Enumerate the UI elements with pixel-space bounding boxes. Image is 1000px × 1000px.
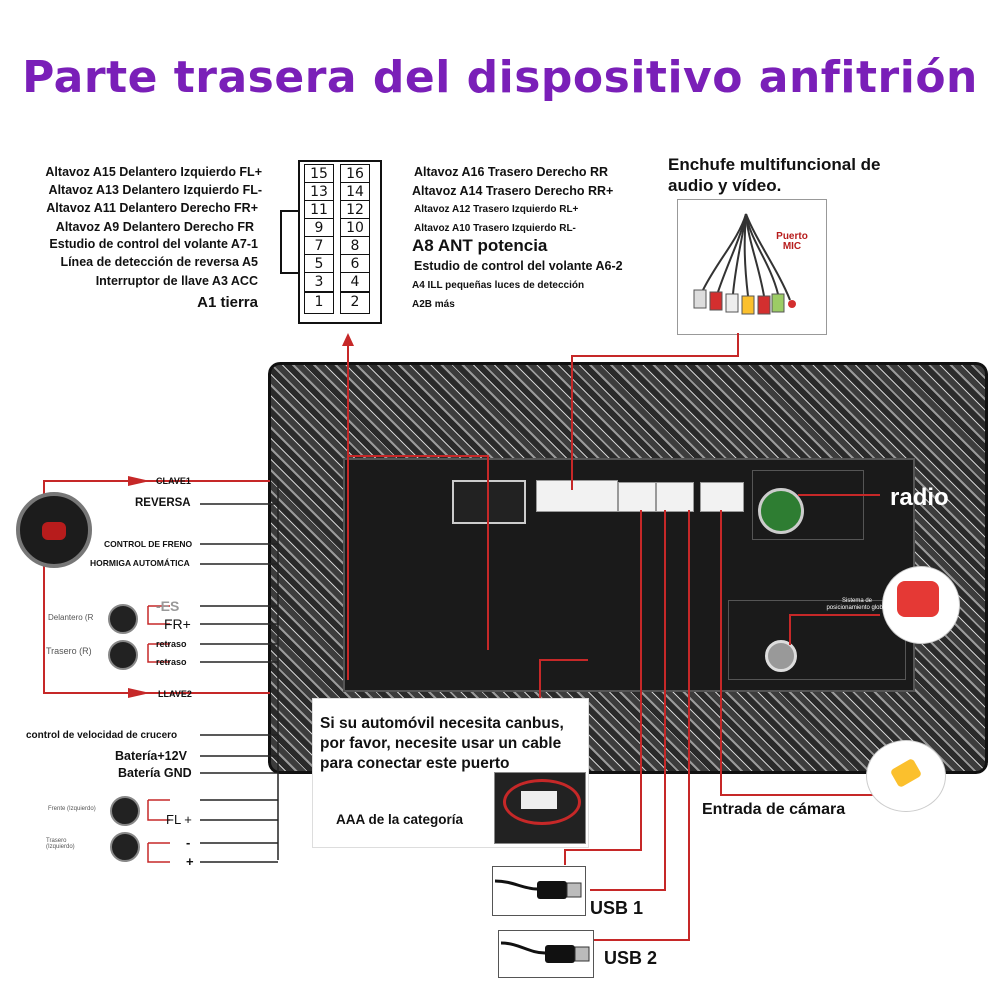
- rca-cable-icon: [693, 213, 796, 315]
- usb-connector-1: [618, 482, 656, 512]
- pin-15: 15: [304, 164, 334, 184]
- pin-12: 12: [340, 200, 370, 220]
- pin-label-a5: Línea de detección de reversa A5: [60, 255, 258, 269]
- pinout-tab-left: [280, 210, 300, 274]
- label-fl-plus: FL +: [166, 812, 192, 827]
- pin-label-a8: A8 ANT potencia: [412, 236, 548, 255]
- label-bateria-12v: Batería+12V: [115, 749, 187, 763]
- label-delantero-r: Delantero (R: [48, 613, 94, 622]
- pin-13: 13: [304, 182, 334, 202]
- usb-plug-icon: [494, 879, 582, 899]
- label-usb2: USB 2: [604, 948, 658, 968]
- camera-plug-icon: [866, 740, 946, 812]
- label-es: -ES: [156, 598, 180, 614]
- label-minus: -: [186, 835, 191, 850]
- pin-label-a9: Altavoz A9 Delantero Derecho FR: [55, 220, 254, 234]
- pin-label-a4: A4 ILL pequeñas luces de detección: [412, 280, 585, 291]
- speaker-front-left-icon: [110, 796, 140, 826]
- pin-14: 14: [340, 182, 370, 202]
- pin-label-a15: Altavoz A15 Delantero Izquierdo FL+: [45, 165, 262, 179]
- label-usb1: USB 1: [590, 898, 644, 918]
- usb-cable-2-image: [498, 930, 594, 978]
- pin-label-a14: Altavoz A14 Trasero Derecho RR+: [412, 184, 614, 198]
- label-control-freno: CONTROL DE FRENO: [104, 539, 193, 549]
- pin-2: 2: [340, 292, 370, 314]
- pin-label-a2: A2B más: [412, 299, 455, 310]
- pin-label-a1: A1 tierra: [197, 294, 258, 311]
- gps-antenna-port: [765, 640, 797, 672]
- usb-cable-1-image: [492, 866, 586, 916]
- label-radio: radio: [890, 484, 949, 511]
- label-retraso-2: retraso: [156, 657, 187, 667]
- av-cable-image: [677, 199, 827, 335]
- pin-label-a7: Estudio de control del volante A7-1: [49, 237, 258, 251]
- page-title: Parte trasera del dispositivo anfitrión: [22, 52, 978, 103]
- label-clave1: CLAVE1: [156, 476, 191, 486]
- canbus-callout-text: Si su automóvil necesita canbus, por fav…: [320, 715, 564, 772]
- pin-16: 16: [340, 164, 370, 184]
- pin-label-a12: Altavoz A12 Trasero Izquierdo RL+: [414, 204, 579, 215]
- pin-label-a6: Estudio de control del volante A6-2: [414, 259, 623, 273]
- pin-1: 1: [304, 292, 334, 314]
- label-plus: +: [186, 854, 194, 869]
- label-hormiga: HORMIGA AUTOMÁTICA: [90, 558, 190, 568]
- usb-connector-2: [656, 482, 694, 512]
- pin-label-a13: Altavoz A13 Delantero Izquierdo FL-: [48, 183, 262, 197]
- pin-label-a16: Altavoz A16 Trasero Derecho RR: [414, 165, 609, 179]
- label-camera: Entrada de cámara: [702, 801, 846, 818]
- av-heading-line1: Enchufe multifuncional de: [668, 155, 881, 174]
- label-trasero-r: Trasero (R): [46, 646, 92, 656]
- canbus-port-highlight: [503, 779, 581, 825]
- speaker-front-right-icon: [108, 604, 138, 634]
- pin-3: 3: [304, 272, 334, 292]
- gps-antenna-icon: [882, 566, 960, 644]
- label-bateria-gnd: Batería GND: [118, 766, 192, 780]
- label-trasero-izq: Trasero (Izquierdo): [46, 838, 75, 850]
- steering-wheel-hub-icon: [42, 522, 66, 540]
- pin-4: 4: [340, 272, 370, 292]
- label-gps: Sistema de posicionamiento global: [826, 598, 888, 611]
- rca-yellow-plug-icon: [889, 757, 923, 789]
- steering-wheel-icon: [16, 492, 92, 568]
- camera-connector: [700, 482, 744, 512]
- usb-plug-icon: [500, 941, 590, 963]
- gps-antenna-head-icon: [897, 581, 939, 617]
- av-heading-line2: audio y vídeo.: [668, 176, 782, 195]
- label-fr-plus: FR+: [164, 616, 191, 632]
- pin-label-a3: Interruptor de llave A3 ACC: [95, 274, 258, 288]
- label-retraso-1: retraso: [156, 639, 187, 649]
- label-llave2: LLAVE2: [158, 689, 192, 699]
- mic-port-label: Puerto MIC: [776, 231, 808, 252]
- canbus-port-image: [494, 772, 586, 844]
- radio-antenna-port: [758, 488, 804, 534]
- radio-module-area: [752, 470, 864, 540]
- speaker-rear-left-icon: [110, 832, 140, 862]
- speaker-rear-right-icon: [108, 640, 138, 670]
- label-crucero: control de velocidad de crucero: [26, 730, 178, 741]
- canbus-caption: AAA de la categoría: [336, 812, 464, 827]
- canbus-port-plug: [521, 791, 557, 809]
- pin-label-a10: Altavoz A10 Trasero Izquierdo RL-: [414, 223, 576, 234]
- label-reversa: REVERSA: [135, 497, 191, 509]
- label-frente-izq: Frente (Izquierdo): [48, 806, 96, 812]
- av-connector: [536, 480, 618, 512]
- pin-label-a11: Altavoz A11 Delantero Derecho FR+: [46, 201, 258, 215]
